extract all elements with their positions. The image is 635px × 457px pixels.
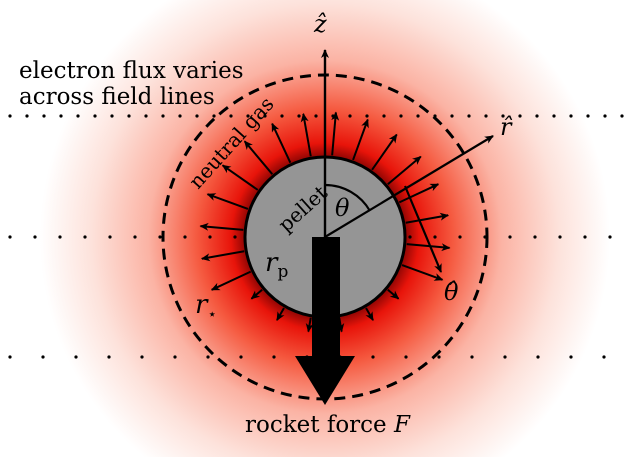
theta-hat-arrow [403, 185, 443, 273]
gas-flow-arrow [352, 118, 369, 161]
rocket-force-label: rocket force F [245, 412, 411, 438]
theta-label: θ [335, 194, 350, 222]
gas-flow-arrow [387, 288, 400, 300]
electron-flux-label-line1: electron flux varies [19, 58, 244, 84]
r-star-subscript: ⋆ [207, 305, 216, 323]
r-star-symbol: r [195, 290, 209, 320]
rocket-force-symbol: F [393, 412, 411, 438]
gas-flow-arrow [371, 133, 398, 171]
gas-flow-arrow [406, 243, 451, 252]
gas-flow-arrow [398, 183, 440, 204]
gas-flow-arrow [401, 264, 444, 281]
gas-flow-arrow [271, 122, 292, 164]
gas-flow-arrow [387, 155, 422, 186]
gas-flow-arrow [200, 250, 245, 262]
r-p-label: rp [265, 248, 288, 282]
rocket-force-arrow [295, 237, 355, 405]
gas-flow-arrow [305, 317, 314, 333]
theta-arc [324, 183, 371, 212]
gas-flow-arrow [300, 112, 312, 157]
electron-flux-label-line2: across field lines [19, 84, 215, 110]
gas-flow-arrow [276, 307, 285, 322]
r-hat-label: r̂ [500, 113, 513, 141]
ablation-flow-arrows [199, 111, 451, 333]
r-star-label: r⋆ [195, 290, 217, 323]
r-hat-arrow [324, 135, 494, 238]
gas-flow-arrow [206, 193, 249, 210]
gas-flow-arrow [365, 307, 374, 322]
gas-flow-arrow [199, 222, 244, 231]
gas-flow-arrow [250, 288, 263, 300]
gas-flow-arrow [331, 111, 340, 156]
gas-flow-arrow [210, 270, 252, 291]
field-line-row [8, 114, 624, 118]
rocket-force-text: rocket force [245, 412, 394, 438]
r-p-subscript: p [277, 262, 288, 282]
theta-hat-label: θ̂ [444, 278, 459, 306]
gas-flow-arrow [243, 140, 274, 175]
r-p-symbol: r [265, 248, 279, 278]
gas-flow-arrow [405, 212, 450, 224]
gas-flow-arrow [221, 164, 259, 191]
z-hat-label: ẑ [313, 10, 327, 38]
